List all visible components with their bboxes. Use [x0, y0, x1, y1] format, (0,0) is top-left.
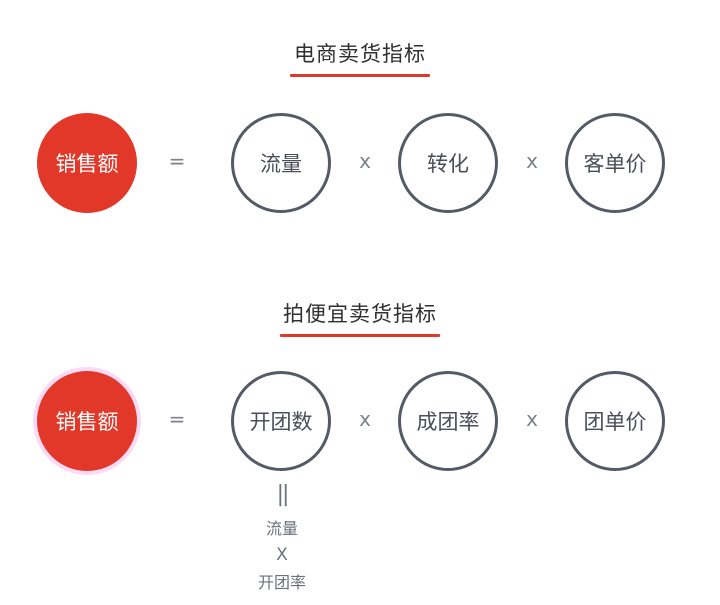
section2-title: 拍便宜卖货指标 [0, 298, 720, 337]
section1-factor-traffic: 流量 [231, 113, 331, 213]
breakdown-multiply-sign: X [276, 545, 288, 565]
section2-factor-group-count: 开团数 [231, 371, 331, 471]
section2-title-text: 拍便宜卖货指标 [283, 302, 437, 326]
section1-factor-label: 流量 [260, 152, 302, 176]
section1-multiply-sign: x [526, 149, 538, 173]
section2-factor-group-success-rate: 成团率 [398, 371, 498, 471]
section1-title: 电商卖货指标 [0, 38, 720, 77]
section1-title-underline [290, 74, 430, 77]
section2-multiply-sign: x [359, 407, 371, 431]
section1-factor-avg-order: 客单价 [565, 113, 665, 213]
section1-factor-label: 转化 [427, 152, 469, 176]
section1-factor-label: 客单价 [583, 152, 647, 176]
breakdown-equals-symbol: || [276, 482, 290, 507]
section1-result-label: 销售额 [55, 152, 119, 176]
section2-multiply-sign: x [526, 407, 538, 431]
section2-factor-label: 开团数 [249, 410, 313, 434]
section2-result-label: 销售额 [55, 410, 119, 434]
section1-multiply-sign: x [359, 149, 371, 173]
section2-result-circle: 销售额 [37, 371, 137, 471]
section2-factor-label: 成团率 [416, 410, 480, 434]
section2-equals-sign: = [168, 407, 186, 431]
section1-title-text: 电商卖货指标 [294, 42, 426, 66]
section1-equals-sign: = [168, 149, 186, 173]
section1-result-circle: 销售额 [37, 113, 137, 213]
breakdown-term-open-rate: 开团率 [257, 573, 306, 592]
section2-factor-label: 团单价 [583, 410, 647, 434]
breakdown-term-traffic: 流量 [265, 519, 298, 538]
section2-title-underline [280, 334, 440, 337]
section2-factor-group-price: 团单价 [565, 371, 665, 471]
group-count-breakdown: || 流量 X 开团率 [232, 482, 332, 593]
section1-factor-conversion: 转化 [398, 113, 498, 213]
